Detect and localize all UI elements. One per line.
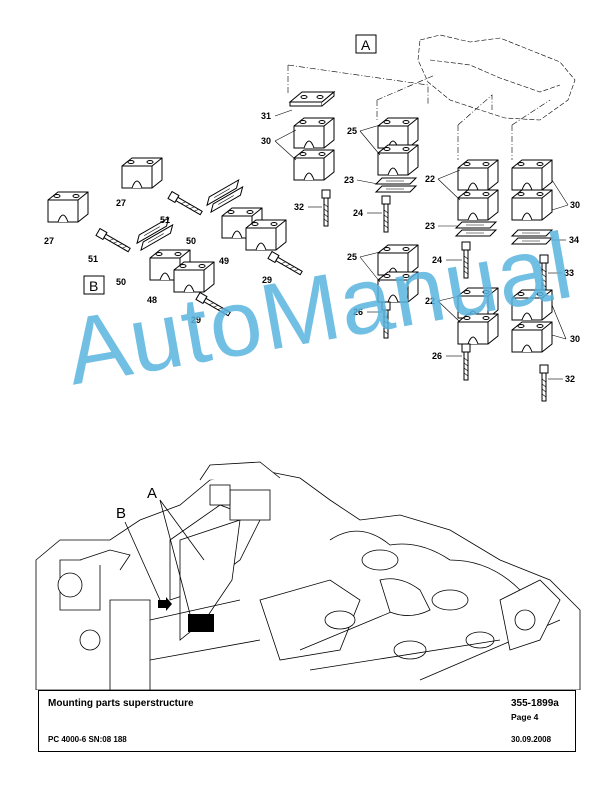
machine-overview-drawing [35,461,581,690]
label-23: 23 [344,175,354,185]
label-50b: 50 [116,277,126,287]
label-34: 34 [569,235,579,245]
part-27-clamp-2 [47,191,89,223]
label-26: 26 [353,307,363,317]
label-29: 29 [262,275,272,285]
label-25: 25 [347,126,357,136]
part-25-clamp-lower [377,144,419,176]
part-30-clamp-upper-2 [511,159,553,191]
part-23-shim [375,177,417,193]
label-32b: 32 [565,374,575,384]
label-27: 27 [116,198,126,208]
label-30: 30 [261,136,271,146]
detail-a-label: A [361,37,371,53]
label-22b: 22 [425,296,435,306]
detail-b-highlight [158,597,172,611]
callout-lines [124,499,205,615]
part-27-clamp-1 [121,157,163,189]
label-32: 32 [294,202,304,212]
detail-a-highlight [188,614,214,632]
label-25b: 25 [347,252,357,262]
document-code: 355-1899a [511,698,559,709]
part-51-bolt-1 [167,191,204,217]
part-22-clamp-lower [457,189,499,221]
part-25-clamp-upper [377,117,419,149]
document-date: 30.09.2008 [511,735,552,744]
part-24-bolt [381,195,391,233]
detail-b-label: B [89,278,98,294]
label-30c: 30 [570,334,580,344]
label-51: 51 [160,215,170,225]
part-30-clamp-upper [293,117,335,149]
label-30b: 30 [570,200,580,210]
label-31: 31 [261,111,271,121]
document-title: Mounting parts superstructure [48,698,194,709]
machine-label-a: A [147,485,157,502]
construction-lines [287,64,551,160]
part-32-bolt [321,189,331,227]
label-51b: 51 [88,254,98,264]
label-48: 48 [147,295,157,305]
detail-b-marker: B [83,275,105,295]
label-33: 33 [564,268,574,278]
label-26b: 26 [432,351,442,361]
part-31-plate [289,91,335,107]
title-block: Mounting parts superstructure 355-1899a … [38,690,576,752]
detail-a-marker: A [355,34,377,54]
label-22: 22 [425,174,435,184]
superstructure-outline [417,34,576,121]
part-26-bolt-2 [461,343,471,381]
part-22-clamp-upper [457,159,499,191]
label-27b: 27 [44,236,54,246]
machine-model: PC 4000-6 SN:08 188 [48,735,127,744]
part-32-bolt-2 [539,364,549,402]
part-30-clamp-lower [293,149,335,181]
label-23b: 23 [425,221,435,231]
part-49-clamp [221,207,287,251]
page-number: Page 4 [511,712,539,722]
label-50: 50 [186,236,196,246]
part-51-bolt-2 [95,228,132,254]
label-29b: 29 [191,315,201,325]
machine-label-b: B [116,505,126,522]
exploded-parts-drawing: A B [35,34,581,690]
label-24b: 24 [432,255,442,265]
label-24: 24 [353,208,363,218]
part-50-shim-1 [203,179,247,213]
part-labels [274,109,569,380]
label-49: 49 [219,256,229,266]
